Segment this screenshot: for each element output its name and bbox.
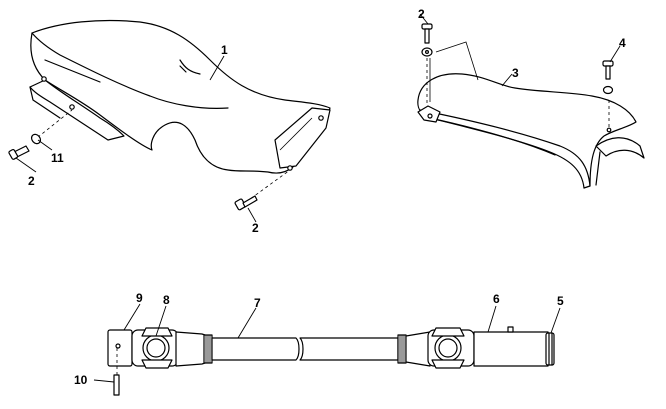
leader-lines [15, 13, 621, 383]
callout-labels: 1 2 11 2 2 3 4 5 6 7 8 9 10 [28, 7, 626, 387]
screw-with-washer-left [8, 109, 73, 160]
callout-3: 3 [512, 66, 519, 80]
screw-panel-bottom [234, 169, 291, 211]
side-panel-part-1 [29, 19, 331, 174]
callout-4: 4 [619, 36, 626, 50]
screw-seat-left [421, 23, 433, 57]
callout-10: 10 [74, 373, 88, 387]
seat-part-3 [417, 41, 645, 189]
drive-shaft-assembly [107, 326, 555, 396]
callout-7: 7 [254, 296, 261, 310]
callout-8: 8 [163, 293, 170, 307]
callout-2-left: 2 [28, 174, 35, 188]
callout-11: 11 [51, 151, 64, 165]
callout-9: 9 [136, 291, 143, 305]
callout-1: 1 [221, 43, 228, 57]
screw-seat-right [602, 60, 614, 95]
callout-2-bottom: 2 [252, 221, 259, 235]
callout-2-top: 2 [418, 7, 425, 21]
callout-6: 6 [493, 292, 500, 306]
callout-5: 5 [557, 294, 564, 308]
